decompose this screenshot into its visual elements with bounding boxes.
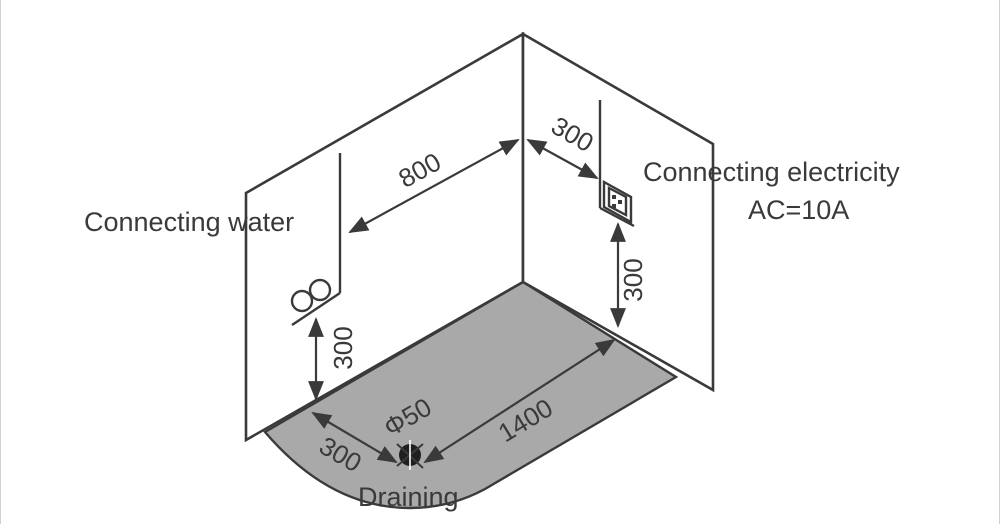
draining-label: Draining <box>358 482 459 512</box>
water-valve-icon <box>290 153 342 326</box>
dim-label-water-height: 300 <box>328 326 358 369</box>
dim-arrow-wall-gap <box>348 139 520 233</box>
dim-arrow-drain-offset <box>311 411 398 464</box>
frame-edge-left <box>0 0 1 524</box>
drain-icon <box>396 440 424 470</box>
dim-arrow-socket-corner <box>526 139 599 179</box>
dim-label-socket-height: 300 <box>618 258 648 301</box>
power-socket-icon <box>598 100 635 228</box>
electricity-connection-label: Connecting electricity <box>643 157 900 187</box>
water-connection-label: Connecting water <box>84 207 294 237</box>
dim-arrow-floor-length <box>423 338 616 464</box>
electricity-rating-label: AC=10A <box>748 195 849 225</box>
